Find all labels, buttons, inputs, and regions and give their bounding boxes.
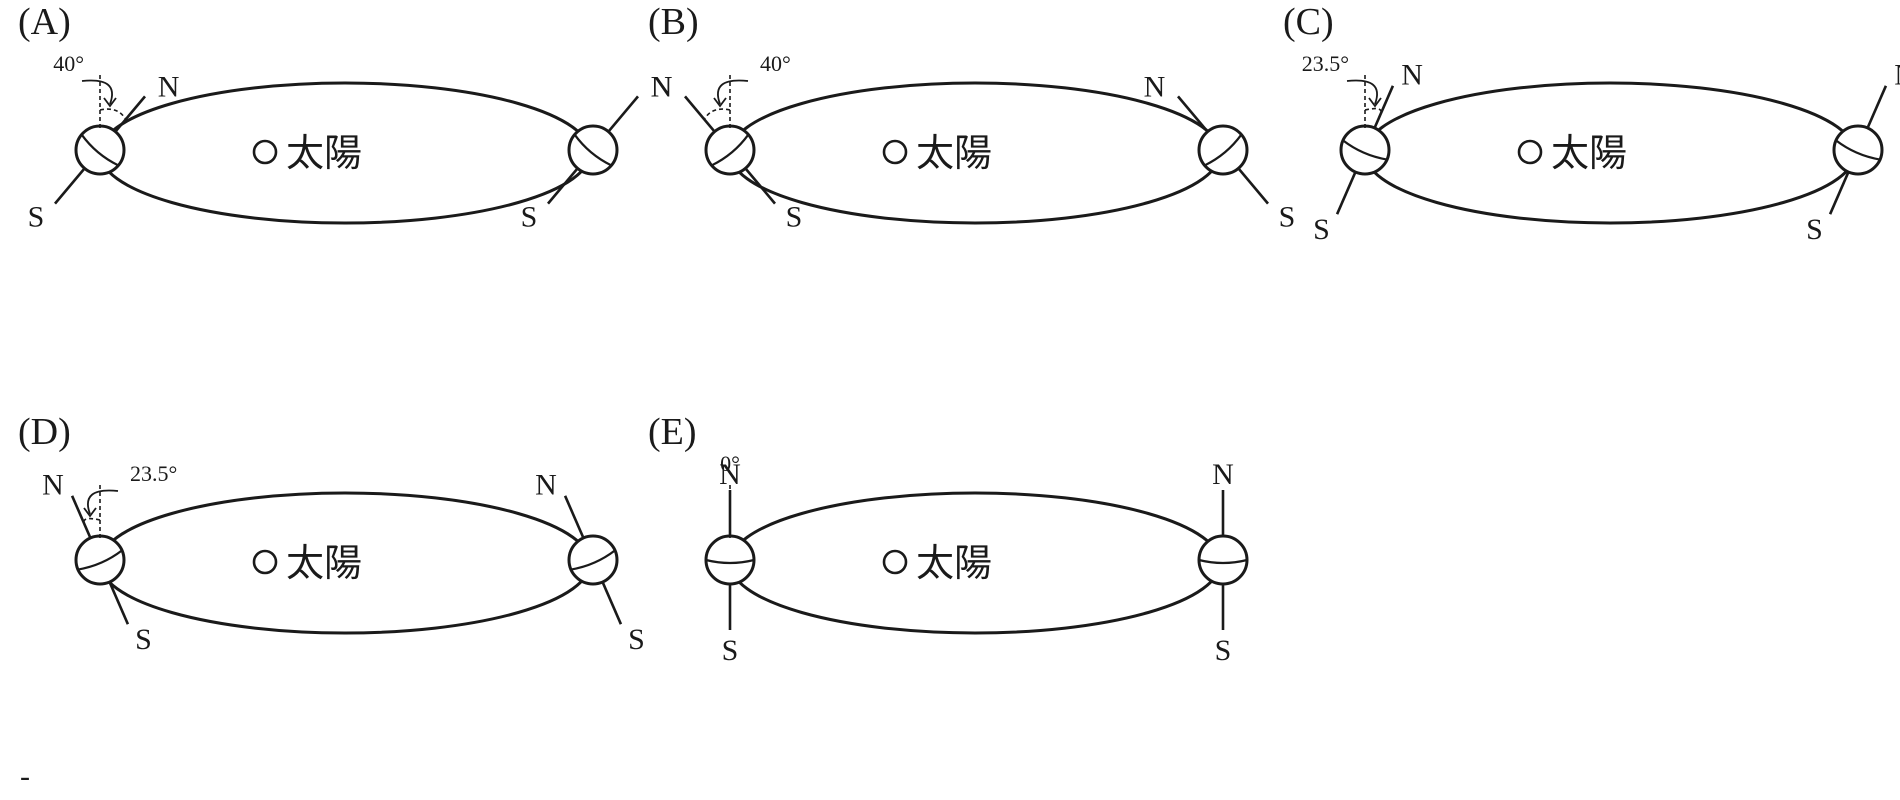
sun-marker (252, 139, 278, 165)
equator-line (705, 558, 755, 565)
panel-label: (A) (18, 1, 71, 43)
equator-line (570, 549, 616, 571)
right-planet: NS (1197, 458, 1249, 667)
right-planet: NS (1806, 59, 1900, 246)
planet-body (1197, 534, 1249, 586)
south-pole-label: S (1279, 200, 1296, 233)
angle-arrow (87, 489, 119, 515)
planet-body (567, 534, 619, 586)
angle-arrowhead (1368, 97, 1382, 108)
sun-marker (882, 139, 908, 165)
tilt-arc (1364, 107, 1382, 114)
sun-marker (882, 549, 908, 575)
planet-body (704, 534, 756, 586)
equator-line (77, 549, 123, 571)
left-planet: N S 23.5° (1302, 51, 1423, 246)
north-pole-label: N (1144, 71, 1166, 104)
north-pole-label: N (651, 71, 673, 104)
north-pole-label: N (535, 469, 557, 502)
tilt-arc (703, 108, 731, 120)
south-pole-label: S (1806, 213, 1823, 246)
south-pole-label: S (1215, 634, 1232, 667)
footer-dash: - (20, 760, 30, 793)
panel-label: (C) (1283, 1, 1334, 43)
sun-marker (1517, 139, 1543, 165)
south-pole-label: S (628, 623, 645, 656)
angle-arrow (1346, 79, 1378, 105)
left-planet: N S 23.5° (42, 461, 177, 656)
panel-label: (B) (648, 1, 699, 43)
south-pole-label: S (28, 200, 45, 233)
south-pole-label: S (521, 200, 538, 233)
sun-marker (252, 549, 278, 575)
planet-body (1832, 124, 1884, 176)
equator-line (1342, 139, 1388, 161)
sun-label: 太陽 (286, 543, 362, 585)
planet-body (567, 124, 619, 176)
planet-body (74, 534, 126, 586)
equator-line (80, 133, 119, 167)
tilt-angle-label: 40° (760, 51, 791, 76)
north-pole-label: N (719, 458, 741, 491)
north-pole-label: N (1212, 458, 1234, 491)
south-pole-label: S (722, 634, 739, 667)
sun-label: 太陽 (286, 133, 362, 175)
sun-label: 太陽 (916, 133, 992, 175)
right-planet: NS (535, 469, 645, 656)
angle-arrowhead (103, 97, 117, 108)
south-pole-label: S (1313, 213, 1330, 246)
tilt-angle-label: 40° (53, 51, 84, 76)
sun-label: 太陽 (916, 543, 992, 585)
equator-line (1198, 558, 1248, 565)
planet-body (704, 124, 756, 176)
equator-line (1204, 133, 1243, 167)
equator-line (1835, 139, 1881, 161)
tilt-angle-label: 0° (720, 451, 740, 476)
north-pole-label: N (1894, 59, 1900, 92)
planet-body (1197, 124, 1249, 176)
left-planet: N S 40° (28, 51, 180, 233)
south-pole-label: S (786, 200, 803, 233)
north-pole-label: N (1401, 59, 1423, 92)
north-pole-label: N (158, 71, 180, 104)
panel-label: (E) (648, 411, 697, 453)
tilt-arc (83, 517, 101, 524)
right-planet: NS (521, 71, 673, 234)
sun-label: 太陽 (1551, 133, 1627, 175)
angle-arrowhead (83, 507, 97, 518)
panel-label: (D) (18, 411, 71, 453)
tilt-arc (99, 108, 127, 120)
equator-line (711, 133, 750, 167)
tilt-angle-label: 23.5° (130, 461, 177, 486)
planet-body (1339, 124, 1391, 176)
angle-arrow (717, 79, 749, 105)
angle-arrow (81, 79, 113, 105)
tilt-angle-label: 23.5° (1302, 51, 1349, 76)
right-planet: NS (1144, 71, 1296, 234)
north-pole-label: N (651, 71, 673, 104)
equator-line (573, 133, 612, 167)
left-planet: N S 40° (651, 51, 803, 233)
angle-arrowhead (713, 97, 727, 108)
north-pole-label: N (42, 469, 64, 502)
planet-body (74, 124, 126, 176)
left-planet: N S 0° (704, 451, 756, 667)
south-pole-label: S (135, 623, 152, 656)
